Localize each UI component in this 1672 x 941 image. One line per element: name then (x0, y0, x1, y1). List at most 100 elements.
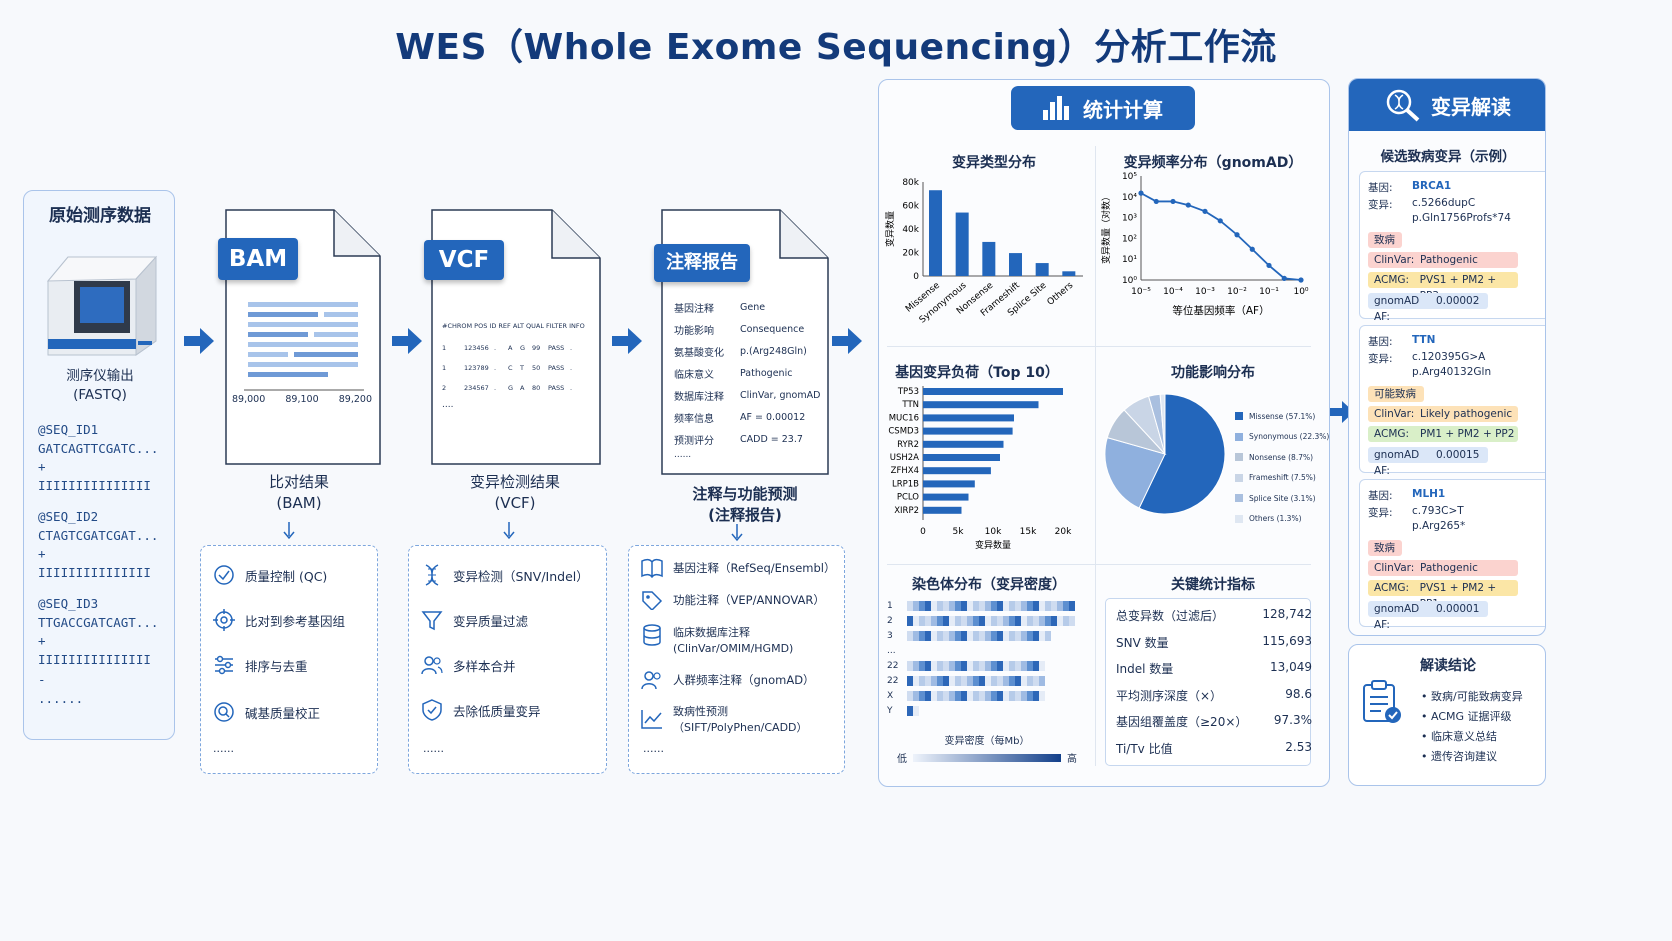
database-icon (643, 624, 661, 646)
kpi-label: 平均测序深度（×） (1116, 688, 1223, 703)
chrom-cell (907, 661, 913, 671)
y-tick-label: TP53 (897, 387, 919, 397)
legend-item: Nonsense (8.7%) (1235, 447, 1331, 468)
chrom-cell (1027, 631, 1033, 641)
data-point (1202, 208, 1208, 214)
chrom-cell (913, 706, 919, 716)
chrom-cell (943, 616, 949, 626)
chrom-cell (931, 676, 937, 686)
annotation-key: 临床意义 (674, 369, 714, 381)
variant-field-label: 基因: (1368, 490, 1393, 502)
check-circle-icon (214, 565, 234, 585)
chrom-cell (967, 676, 973, 686)
vcf-cell: 1 (442, 364, 447, 372)
chrom-cell (955, 616, 961, 626)
bam-steps-box: 质量控制 (QC) 比对到参考基因组 排序与去重 碱基质量校正 ...... (200, 545, 378, 774)
bam-tick: 89,200 (338, 394, 372, 405)
y-tick-label: 10³ (1122, 214, 1137, 224)
pill-value: 0.00001 (1436, 603, 1480, 615)
pill-value: 0.00002 (1436, 295, 1480, 307)
vcf-cell: . (494, 384, 497, 392)
x-axis-label: 等位基因频率（AF） (1172, 304, 1269, 317)
arrow-icon (612, 328, 642, 354)
bar (923, 454, 1000, 461)
pill-value: Pathogenic (1420, 562, 1478, 574)
vcf-header: #CHROM POS ID REF ALT QUAL FILTER INFO (442, 322, 585, 330)
bar (982, 241, 996, 276)
annotation-key: 预测评分 (674, 435, 714, 447)
conclusion-title: 解读结论 (1420, 658, 1476, 674)
impact-title: 功能影响分布 (1171, 365, 1255, 381)
chrom-cell (979, 601, 985, 611)
x-tick-label: 0 (920, 527, 926, 537)
variant-field: 变异:c.120395G>A (1368, 351, 1485, 366)
step-label: 质量控制 (QC) (245, 568, 328, 584)
chrom-label: 3 (887, 631, 893, 641)
target-icon (213, 609, 235, 631)
chrom-legend-gradient (913, 753, 1061, 762)
chrom-cell (961, 661, 967, 671)
step-qc: 质量控制 (QC) (213, 564, 327, 586)
variant-field-label: 基因: (1368, 182, 1393, 194)
annotation-tag: 注释报告 (654, 244, 750, 282)
steps-more: ...... (643, 742, 664, 755)
chrom-cell (943, 691, 949, 701)
chrom-cell (985, 691, 991, 701)
fastq-line: + (38, 459, 46, 474)
chrom-cell (1069, 616, 1075, 626)
chrom-cell (937, 616, 943, 626)
pie-slice (1159, 393, 1166, 455)
kpi-label: Ti/Tv 比值 (1116, 741, 1173, 756)
fastq-line: IIIIIIIIIIIIIII (38, 477, 151, 493)
fastq-line: @SEQ_ID1 (38, 422, 99, 437)
y-axis-label: 变异数量 (884, 211, 896, 247)
vcf-cell: T (520, 364, 524, 372)
chrom-cell (967, 691, 973, 701)
pill-label: ClinVar: (1374, 408, 1415, 420)
chrom-cell (991, 616, 997, 626)
sliders-icon (215, 655, 233, 675)
step-label: 比对到参考基因组 (245, 613, 346, 629)
annotation-caption-line1: 注释与功能预测 (692, 485, 798, 503)
legend-label: Missense (57.1%) (1249, 411, 1316, 421)
step-label: (ClinVar/OMIM/HGMD) (673, 642, 794, 655)
conclusion-item: • 遗传咨询建议 (1421, 750, 1497, 763)
steps-more: ...... (423, 742, 444, 755)
chrom-cell (973, 616, 979, 626)
y-tick-label: CSMD3 (888, 427, 919, 437)
bar (923, 493, 969, 501)
legend-swatch (1235, 432, 1243, 441)
bar (1009, 253, 1022, 276)
x-tick-label: 10⁻³ (1195, 287, 1215, 297)
impact-pie-chart (1104, 393, 1226, 515)
chrom-cell (1003, 631, 1009, 641)
chrom-cell (1045, 631, 1051, 641)
vcf-cell: 123789 (464, 364, 489, 372)
step-sort: 排序与去重 (213, 654, 308, 676)
y-tick-label: 80k (902, 178, 919, 188)
chrom-row: ... (887, 645, 907, 657)
chrom-cell (1039, 676, 1045, 686)
chrom-cell (1015, 616, 1021, 626)
variant-field: 变异:c.793C>T (1368, 505, 1464, 520)
chrom-cell (1015, 631, 1021, 641)
step-predict: 致病性预测（SIFT/PolyPhen/CADD） (641, 703, 844, 735)
vcf-cell: . (570, 344, 573, 352)
chrom-cell (1009, 676, 1015, 686)
x-tick-label: 5k (953, 527, 965, 537)
variant-field: 变异:c.5266dupC (1368, 197, 1475, 212)
chrom-cell (1021, 676, 1027, 686)
legend-label: Others (1.3%) (1249, 514, 1302, 524)
vcf-caption-line1: 变异检测结果 (469, 473, 560, 491)
chrom-cell (1003, 616, 1009, 626)
vcf-cell: . (494, 364, 497, 372)
vcf-cell: C (508, 364, 513, 372)
